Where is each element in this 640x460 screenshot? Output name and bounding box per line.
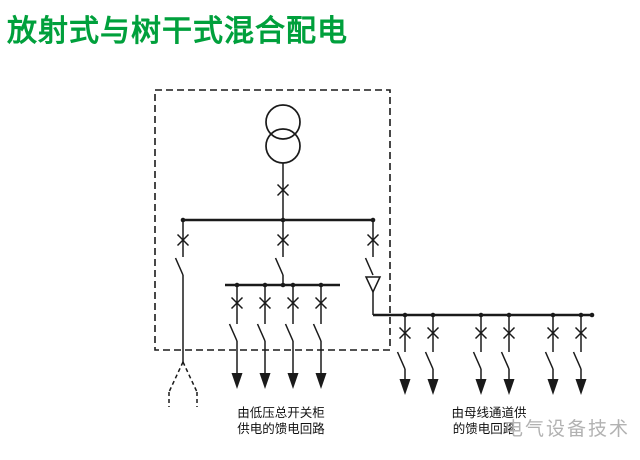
feeder (312, 285, 328, 373)
caption-right-line2: 的馈电回路 (453, 421, 516, 436)
switch-blade-icon (472, 351, 482, 370)
switch-blade-icon (500, 351, 510, 370)
switch-blade-icon (174, 257, 184, 276)
right-feeders (396, 315, 588, 379)
feeder (256, 285, 272, 373)
junction-dot (370, 217, 376, 223)
caption-left-line1: 由低压总开关柜 (237, 405, 325, 420)
switch-blade-icon (312, 323, 322, 342)
mid-feeders (228, 285, 328, 373)
junction-dots (180, 217, 595, 318)
caption-left-feeders: 由低压总开关柜 供电的馈电回路 (237, 405, 325, 436)
incomer-branch (276, 163, 290, 220)
feeder-arrow-icon (399, 379, 411, 395)
junction-dot (578, 312, 584, 318)
junction-dot (550, 312, 556, 318)
page-title: 放射式与树干式混合配电 (7, 14, 348, 49)
switch-blade-icon (572, 351, 582, 370)
feeder (500, 315, 516, 379)
left-branch (168, 220, 198, 407)
open-triangle-icon (364, 276, 382, 294)
feeder (544, 315, 560, 379)
junction-dot (262, 282, 268, 288)
feeder (228, 285, 244, 373)
caption-left-line2: 供电的馈电回路 (237, 421, 325, 436)
switch-blade-icon (364, 257, 374, 276)
feeder-arrow-icon (427, 379, 439, 395)
junction-dot (234, 282, 240, 288)
switchgear-dashed-boundary (154, 89, 391, 351)
junction-dot (318, 282, 324, 288)
feeder-arrow-icon (547, 379, 559, 395)
switch-blade-icon (228, 323, 238, 342)
switch-blade-icon (274, 257, 284, 276)
feeder-arrow-icon (575, 379, 587, 395)
junction-dot (280, 282, 286, 288)
caption-right-feeders: 由母线通道供 的馈电回路 (451, 405, 526, 436)
feeder (284, 285, 300, 373)
junction-dot (506, 312, 512, 318)
right-branch (364, 220, 382, 315)
junction-dot (430, 312, 436, 318)
feeder-arrow-icon (287, 373, 299, 389)
junction-dot (180, 217, 186, 223)
feeder-arrow-icon (475, 379, 487, 395)
switch-blade-icon (396, 351, 406, 370)
switch-blade-icon (256, 323, 266, 342)
junction-dot (402, 312, 408, 318)
caption-right-line1: 由母线通道供 (451, 405, 526, 420)
feeder (472, 315, 488, 379)
feeder (424, 315, 440, 379)
feeder-arrow-icon (259, 373, 271, 389)
feeder-arrow-icon (231, 373, 243, 389)
middle-branch (274, 220, 290, 285)
feeder-arrows (231, 373, 587, 395)
reserve-delta-icon (168, 361, 198, 407)
feeder-arrow-icon (315, 373, 327, 389)
switch-blade-icon (424, 351, 434, 370)
junction-dot (478, 312, 484, 318)
transformer-icon (265, 104, 301, 164)
switch-blade-icon (284, 323, 294, 342)
feeder (572, 315, 588, 379)
junction-dot (589, 312, 595, 318)
switch-blade-icon (544, 351, 554, 370)
feeder-arrow-icon (503, 379, 515, 395)
junction-dot (280, 217, 286, 223)
feeder (396, 315, 412, 379)
junction-dot (290, 282, 296, 288)
